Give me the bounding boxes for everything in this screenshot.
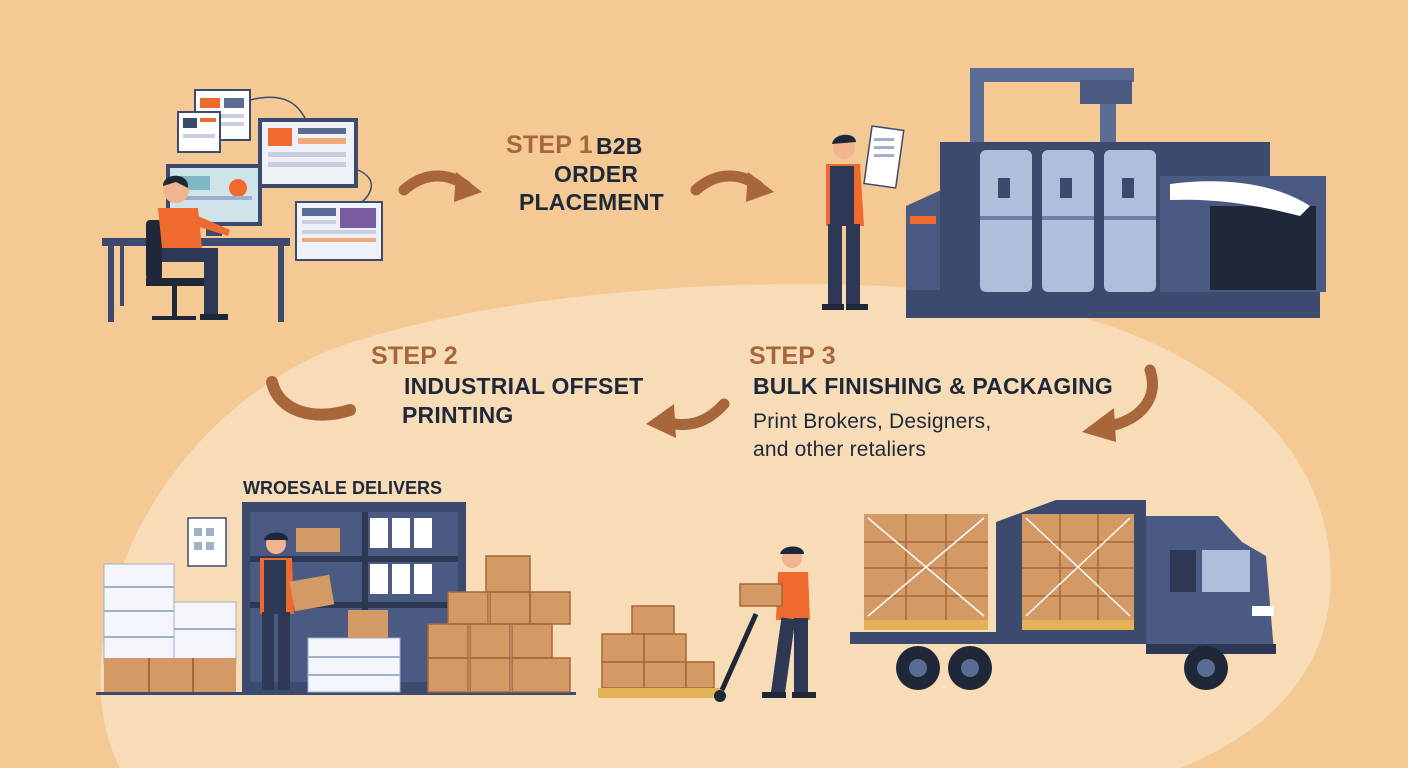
step1-title-line1: B2B	[596, 133, 643, 159]
step2-title-line1: INDUSTRIAL OFFSET	[404, 373, 644, 399]
step2-number: STEP 2	[371, 342, 458, 370]
step3-desc-line2: and other retaliers	[753, 438, 927, 461]
curved-arrow-icon	[1082, 364, 1158, 442]
curved-arrow-icon	[266, 376, 356, 421]
step3-title: BULK FINISHING & PACKAGING	[753, 373, 1113, 399]
warehouse-icon	[96, 502, 576, 695]
step2-title-line2: PRINTING	[402, 402, 514, 428]
step3-number: STEP 3	[749, 342, 836, 370]
arrow-right-icon	[690, 170, 774, 202]
computer-workstation-icon	[102, 89, 383, 322]
step1-title-line2: ORDER	[554, 161, 639, 187]
delivery-truck-icon	[850, 500, 1276, 690]
step1-title-line3: PLACEMENT	[519, 189, 664, 215]
arrow-right-icon	[398, 170, 482, 202]
offset-press-icon	[822, 68, 1326, 318]
step3-desc-line1: Print Brokers, Designers,	[753, 410, 992, 433]
pallet-jack-icon	[598, 546, 816, 702]
warehouse-sign: WROESALE DELIVERS	[243, 478, 443, 498]
arrow-left-icon	[646, 398, 730, 438]
step1-number: STEP 1	[506, 131, 593, 159]
